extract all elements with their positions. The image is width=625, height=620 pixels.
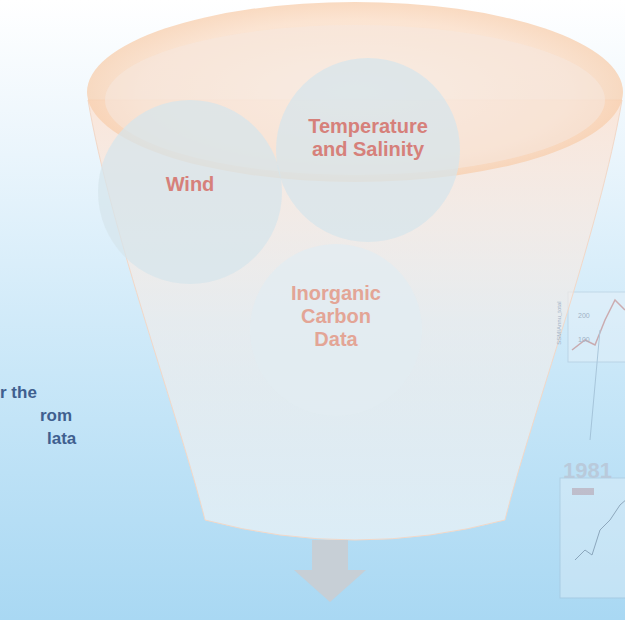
input-circle: Wind [98,100,282,284]
input-circle: Inorganic Carbon Data [250,244,422,416]
circle-label: Wind [166,173,215,196]
circle-label: Temperature and Salinity [298,115,438,161]
faded-chart [560,292,625,598]
cut-text: r the [0,383,37,403]
axis-number: 100 [578,336,590,343]
down-arrow [294,540,366,602]
axis-title: SSMIAnnu_total [556,301,562,344]
cut-text: lata [47,429,76,449]
cut-text: rom [40,406,72,426]
input-circle: Temperature and Salinity [276,58,460,242]
faded-year: 1981 [563,458,612,484]
axis-number: 200 [578,312,590,319]
circle-label: Inorganic Carbon Data [281,282,391,351]
